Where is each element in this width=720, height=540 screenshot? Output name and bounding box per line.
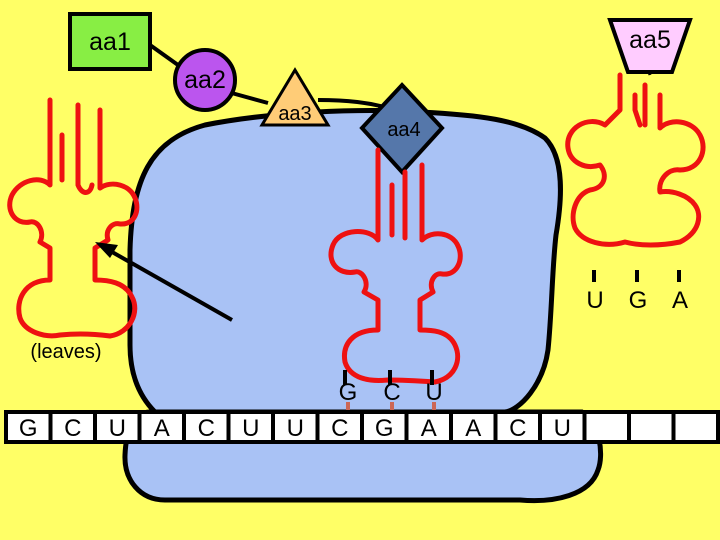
mrna-base: C — [509, 415, 526, 442]
anticodon-bound-2: C — [383, 379, 400, 406]
mrna-base: U — [242, 415, 259, 442]
mrna-base: G — [375, 415, 394, 442]
anticodon-bound-1: G — [339, 379, 358, 406]
aa1-label: aa1 — [89, 28, 131, 56]
mrna-base: A — [421, 415, 437, 442]
mrna-cell — [674, 412, 719, 442]
leaves-label: (leaves) — [30, 341, 101, 363]
aa5-label: aa5 — [629, 26, 671, 54]
trna-incoming — [568, 75, 703, 282]
mrna-base: U — [554, 415, 571, 442]
mrna-base: G — [19, 415, 38, 442]
aa2-label: aa2 — [184, 66, 226, 94]
mrna-base: C — [64, 415, 81, 442]
mrna-base: A — [465, 415, 481, 442]
mrna-cell — [585, 412, 630, 442]
mrna-base: C — [331, 415, 348, 442]
mrna-base: C — [198, 415, 215, 442]
aa3-label: aa3 — [278, 103, 311, 125]
mrna-base: U — [287, 415, 304, 442]
anticodon-incoming-2: G — [629, 287, 648, 314]
mrna-base: A — [154, 415, 170, 442]
anticodon-incoming-3: A — [672, 287, 688, 314]
anticodon-incoming-1: U — [586, 287, 603, 314]
aa4-label: aa4 — [387, 119, 420, 141]
trna-leaving — [10, 100, 137, 336]
mrna-cell — [629, 412, 674, 442]
anticodon-bound-3: U — [425, 379, 442, 406]
mrna-base: U — [109, 415, 126, 442]
peptide-bond-aa2-aa3 — [228, 92, 268, 103]
